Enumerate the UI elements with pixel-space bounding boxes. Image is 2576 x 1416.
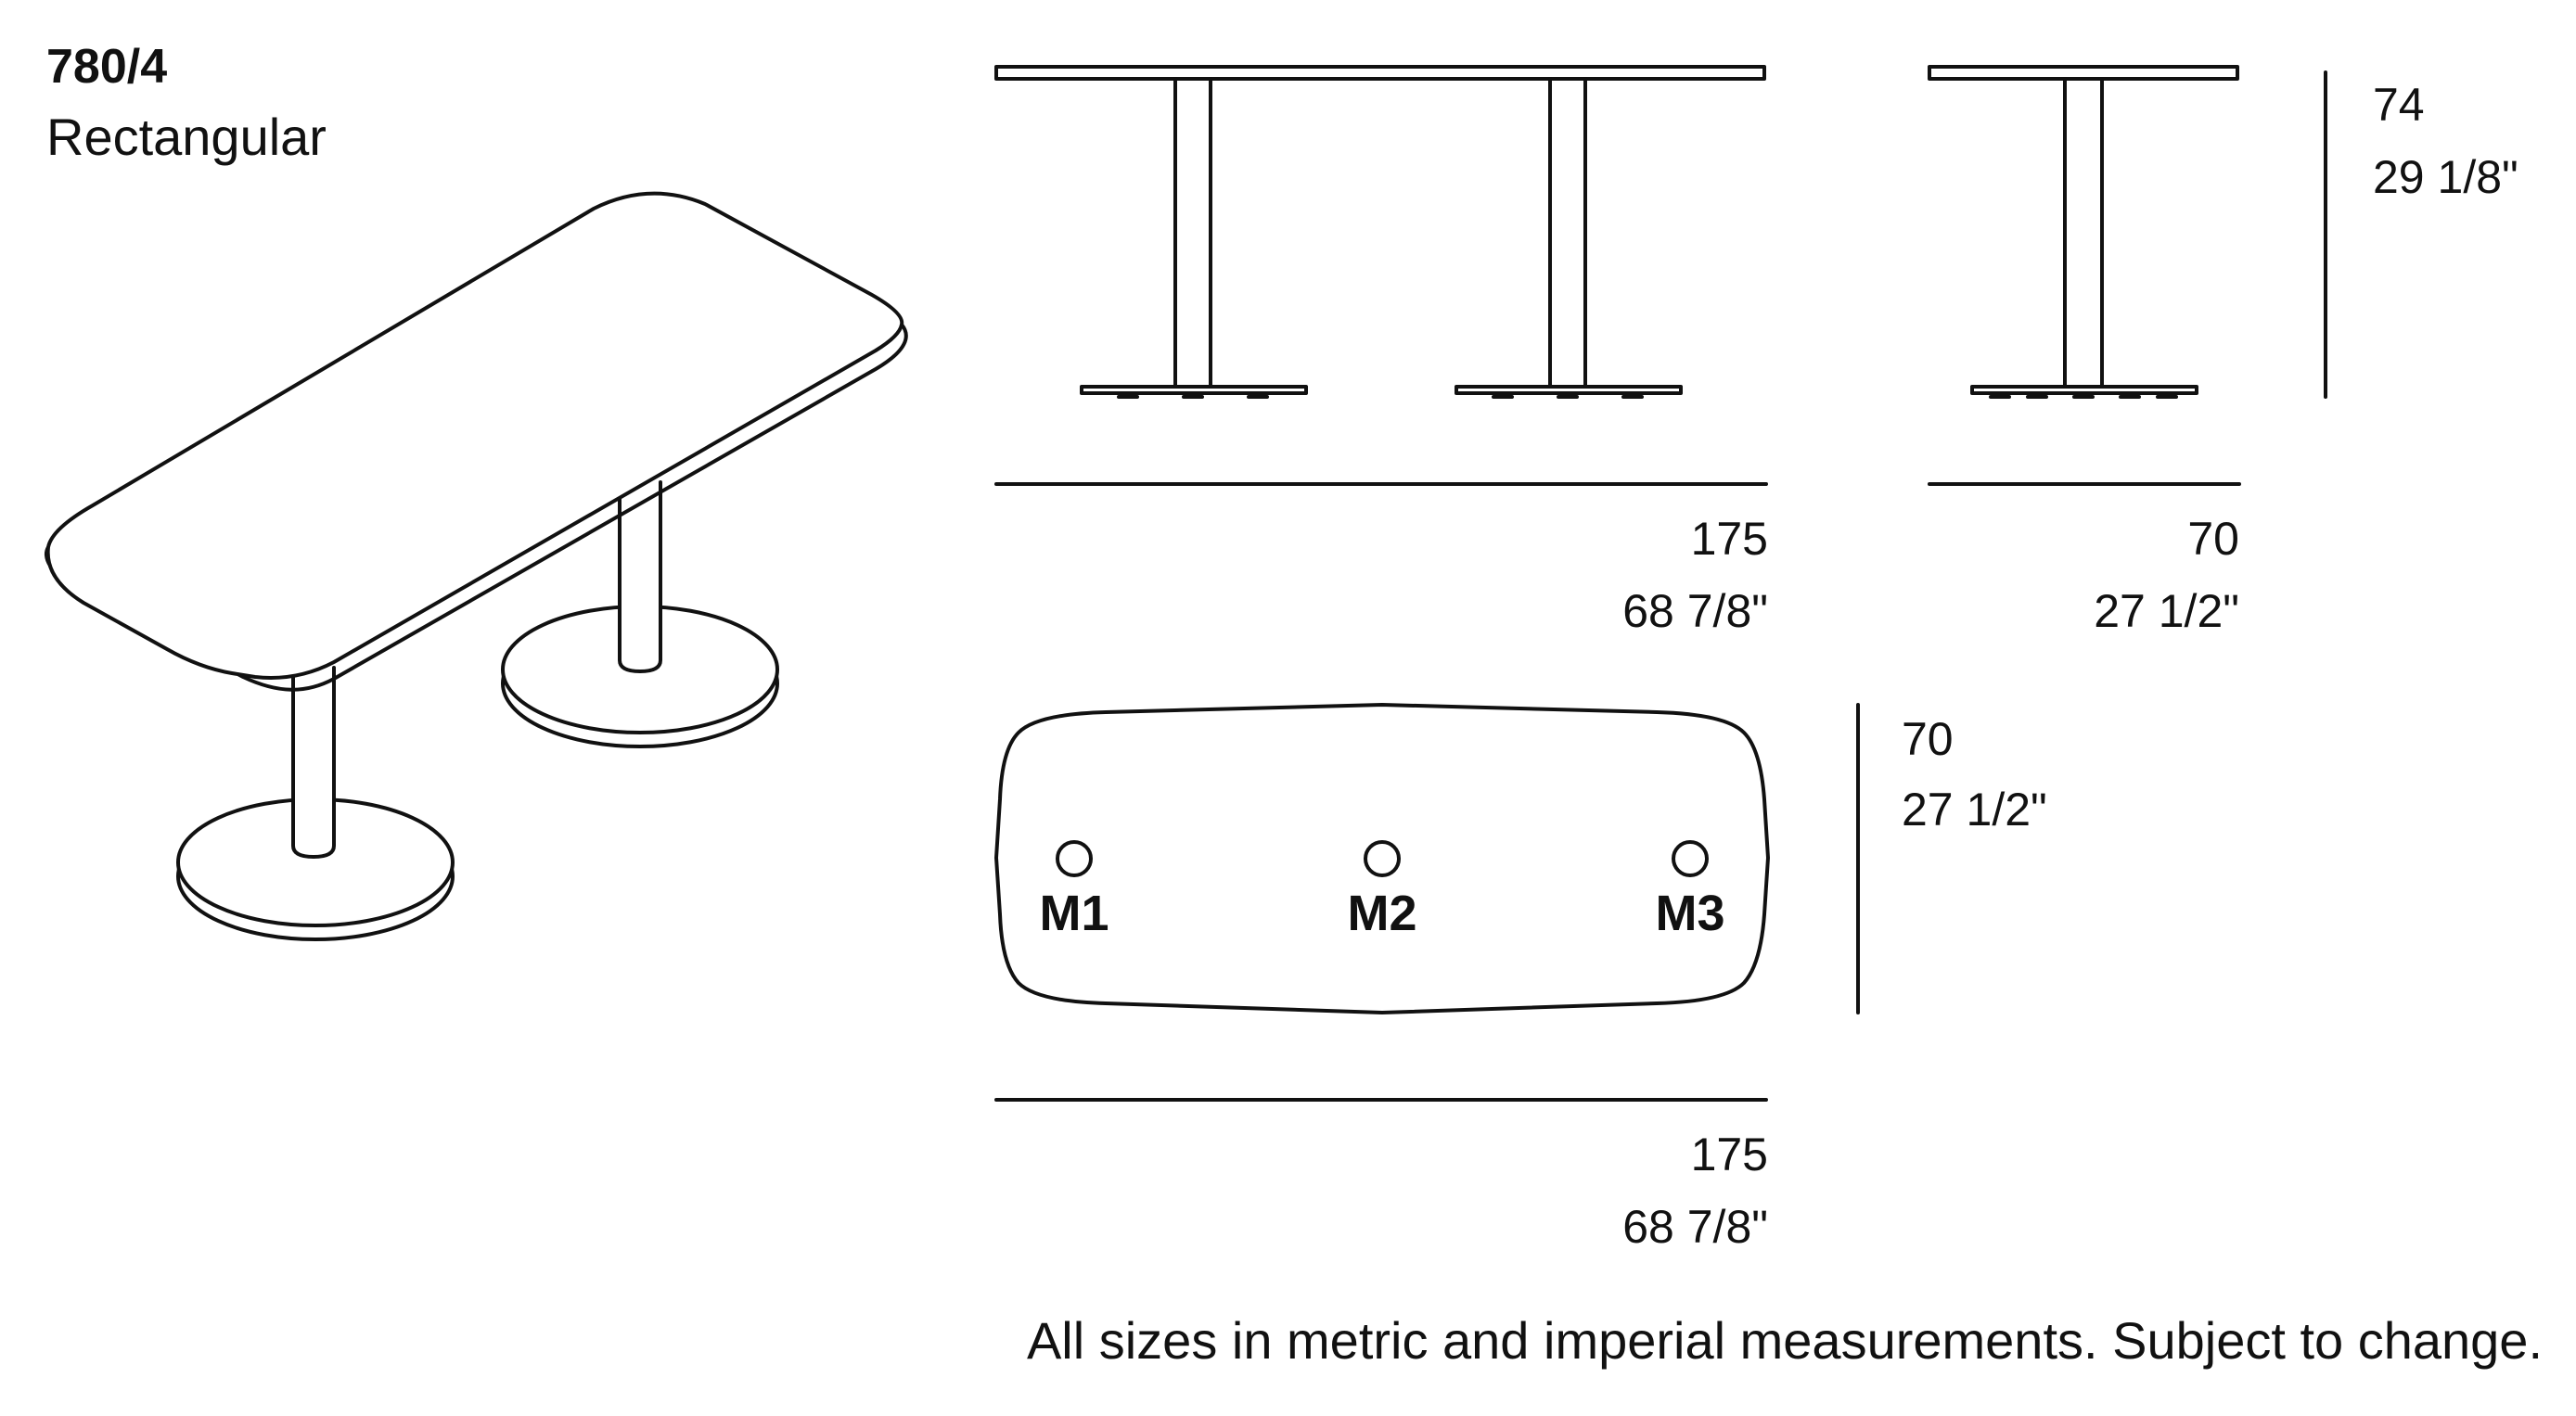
table-top-outline	[994, 703, 1770, 1014]
front-width-imperial: 68 7/8"	[1622, 585, 1768, 637]
front-column	[291, 666, 336, 859]
model-number: 780/4	[46, 40, 168, 94]
front-elevation	[994, 65, 1768, 486]
mounting-hole-m3	[1672, 840, 1709, 877]
mounting-hole-m2	[1364, 840, 1401, 877]
isometric-view	[44, 191, 908, 941]
mounting-label-m3: M3	[1655, 886, 1725, 941]
front-leg-left	[1080, 77, 1308, 399]
front-base-disc	[176, 797, 455, 941]
rear-column	[618, 480, 662, 673]
top-depth-metric: 70	[1902, 713, 1954, 765]
top-width-metric: 175	[1690, 1129, 1768, 1180]
front-leg-right	[1455, 77, 1683, 399]
side-depth-metric: 70	[2187, 513, 2239, 565]
table-top	[45, 191, 904, 680]
mounting-hole-m1	[1056, 840, 1093, 877]
height-imperial: 29 1/8"	[2373, 151, 2518, 203]
side-elevation	[1928, 65, 2327, 486]
front-width-metric: 175	[1690, 513, 1768, 565]
footer-note: All sizes in metric and imperial measure…	[1026, 1311, 2543, 1370]
table-shape-label: Rectangular	[46, 108, 327, 166]
mounting-label-m2: M2	[1347, 886, 1417, 941]
mounting-label-m1: M1	[1039, 886, 1109, 941]
front-top	[994, 65, 1766, 81]
height-metric: 74	[2373, 79, 2425, 131]
plan-view	[994, 703, 1860, 1102]
top-width-imperial: 68 7/8"	[1622, 1201, 1768, 1253]
top-depth-imperial: 27 1/2"	[1902, 784, 2047, 836]
side-depth-imperial: 27 1/2"	[2094, 585, 2239, 637]
